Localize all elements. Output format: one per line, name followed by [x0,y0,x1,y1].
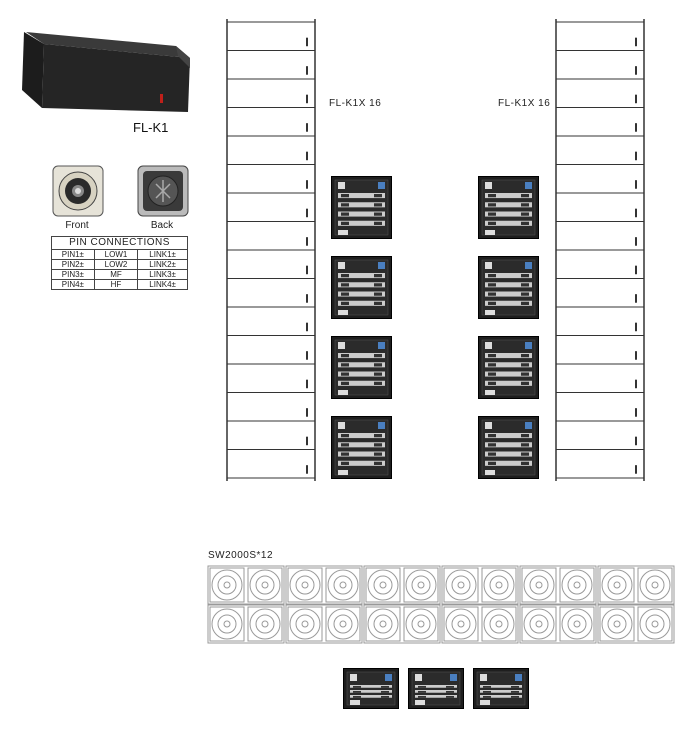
subwoofer-cabinet [285,565,363,605]
pin-cell: PIN2± [51,259,95,270]
array-cabinet [555,278,645,308]
array-cabinet [555,78,645,108]
array-cabinet [226,50,316,80]
fl-k1-cabinet-image [22,32,190,112]
amplifier-rack-right [478,176,539,496]
subwoofer-cabinet [441,604,519,644]
amplifier-rack-left [331,176,392,496]
array-cabinet [226,420,316,450]
array-right-label: FL-K1X 16 [498,98,551,109]
array-cabinet [555,50,645,80]
array-cabinet [226,221,316,251]
signal-cell: LOW1 [93,249,139,260]
line-array-right [555,19,645,481]
array-cabinet [226,306,316,336]
amplifier-unit [331,416,392,479]
array-cabinet [226,107,316,137]
signal-cell: LOW2 [93,259,139,270]
amplifier-unit [331,336,392,399]
amplifier-unit [478,256,539,319]
model-label: FL-K1 [133,120,169,135]
back-caption: Back [150,220,174,231]
subwoofer-array [207,565,675,644]
subwoofer-cabinet [519,565,597,605]
array-cabinet [226,78,316,108]
pin-cell: PIN1± [51,249,95,260]
subwoofer-cabinet [519,604,597,644]
link-cell: LINK3± [137,269,188,280]
amplifier-unit [478,176,539,239]
array-cabinet [555,306,645,336]
amplifier-unit [408,668,464,709]
amplifier-rack-subwoofer [343,668,538,709]
back-connector-icon [137,165,189,217]
array-cabinet [555,449,645,479]
array-left-label: FL-K1X 16 [329,98,382,109]
amplifier-unit [331,256,392,319]
subwoofer-cabinet [285,604,363,644]
array-cabinet [555,164,645,194]
front-caption: Front [65,220,89,231]
link-cell: LINK2± [137,259,188,270]
array-cabinet [226,192,316,222]
amplifier-unit [478,336,539,399]
pin-cell: PIN4± [51,279,95,290]
array-cabinet [555,420,645,450]
array-cabinet [226,135,316,165]
array-cabinet [555,135,645,165]
link-cell: LINK1± [137,249,188,260]
array-cabinet [555,249,645,279]
link-cell: LINK4± [137,279,188,290]
array-cabinet [555,21,645,51]
amplifier-unit [478,416,539,479]
array-cabinet [555,392,645,422]
amplifier-unit [331,176,392,239]
array-cabinet [555,107,645,137]
amplifier-unit [473,668,529,709]
array-cabinet [226,21,316,51]
array-cabinet [226,449,316,479]
array-cabinet [226,363,316,393]
pin-cell: PIN3± [51,269,95,280]
array-cabinet [226,335,316,365]
array-cabinet [555,192,645,222]
subwoofer-cabinet [597,565,675,605]
subwoofer-cabinet [597,604,675,644]
signal-cell: MF [93,269,139,280]
array-cabinet [226,278,316,308]
array-cabinet [555,335,645,365]
array-cabinet [226,392,316,422]
subwoofer-label: SW2000S*12 [208,550,274,561]
subwoofer-cabinet [207,565,285,605]
array-cabinet [555,221,645,251]
subwoofer-cabinet [441,565,519,605]
array-cabinet [226,164,316,194]
subwoofer-cabinet [363,565,441,605]
front-connector-icon [52,165,104,217]
line-array-left [226,19,316,481]
pin-table-title: PIN CONNECTIONS [51,236,188,250]
amplifier-unit [343,668,399,709]
signal-cell: HF [93,279,139,290]
subwoofer-cabinet [363,604,441,644]
subwoofer-cabinet [207,604,285,644]
array-cabinet [555,363,645,393]
array-cabinet [226,249,316,279]
